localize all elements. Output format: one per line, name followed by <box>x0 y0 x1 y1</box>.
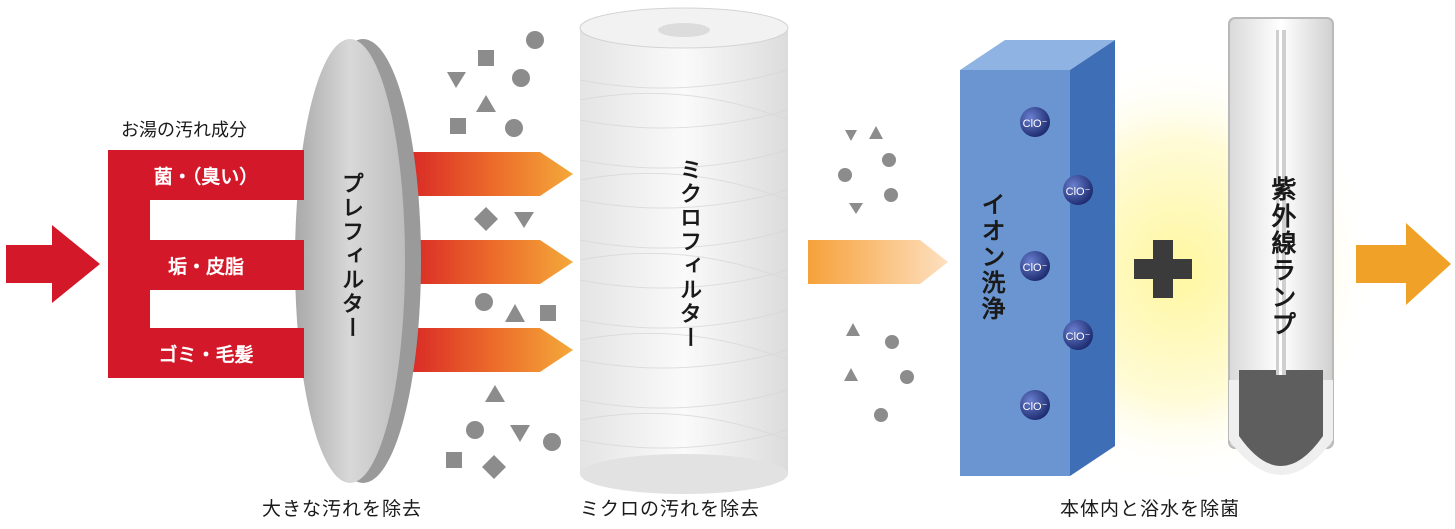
microfilter-output-arrow <box>808 240 948 284</box>
output-arrow-icon <box>1356 223 1451 305</box>
contaminant-title: お湯の汚れ成分 <box>121 120 247 141</box>
prefilter-caption: 大きな汚れを除去 <box>262 498 423 520</box>
svg-text:ClO⁻: ClO⁻ <box>1023 262 1048 274</box>
contaminant-bacteria: 菌・（臭い） <box>108 150 304 200</box>
prefilter-disc <box>295 39 421 483</box>
prefilter-arrows <box>396 152 573 372</box>
particles-small <box>838 126 914 422</box>
clo-ion-icons: ClO⁻ ClO⁻ ClO⁻ ClO⁻ ClO⁻ <box>1020 107 1093 420</box>
microfilter-caption: ミクロの汚れを除去 <box>580 498 761 520</box>
particles-large <box>446 31 561 479</box>
uv-lamp-tube <box>1228 17 1334 475</box>
microfilter-cylinder <box>579 7 789 494</box>
plus-icon <box>1134 240 1192 298</box>
contaminant-sebum: 垢・皮脂 <box>108 240 304 290</box>
contaminant-debris: ゴミ・毛髪 <box>108 328 304 378</box>
microfilter-label: ミクロフィルター <box>676 158 701 350</box>
ion-wash-label: イオン洗浄 <box>977 192 1005 322</box>
svg-text:ClO⁻: ClO⁻ <box>1023 118 1048 130</box>
svg-text:ClO⁻: ClO⁻ <box>1066 186 1091 198</box>
prefilter-label: プレフィルター <box>338 172 363 340</box>
svg-text:ClO⁻: ClO⁻ <box>1023 401 1048 413</box>
uv-lamp-label: 紫外線ランプ <box>1268 176 1297 338</box>
input-arrow-icon <box>6 225 100 303</box>
uv-caption: 本体内と浴水を除菌 <box>1060 498 1241 520</box>
ion-wash-plate <box>960 40 1115 476</box>
svg-text:ClO⁻: ClO⁻ <box>1066 331 1091 343</box>
